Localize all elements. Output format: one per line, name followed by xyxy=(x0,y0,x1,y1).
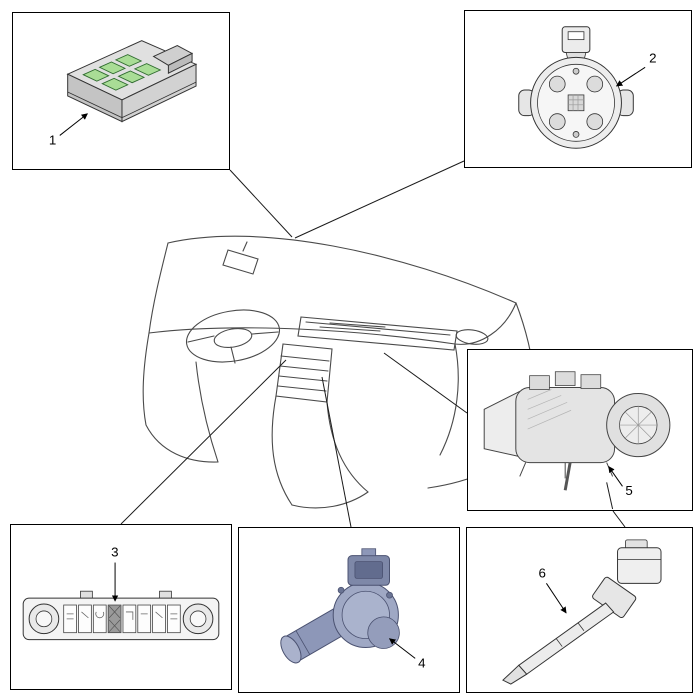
detail-box-3: 3 xyxy=(10,524,232,690)
callout-3: 3 xyxy=(111,545,119,602)
leader-line-3 xyxy=(120,359,287,525)
photo-sensor-icon xyxy=(518,26,634,149)
module-keys xyxy=(82,54,162,91)
sensor-probe-tip xyxy=(502,664,528,685)
center-stack-sketch xyxy=(275,343,333,403)
heater-blower-unit-icon xyxy=(483,371,671,510)
callout-6-label: 6 xyxy=(539,565,546,580)
callout-3-label: 3 xyxy=(111,545,118,560)
temperature-sensor-icon xyxy=(502,539,662,685)
detail-box-2: 2 xyxy=(464,10,692,168)
callout-1-label: 1 xyxy=(49,132,56,147)
rearview-mirror-sketch xyxy=(222,249,259,275)
leader-line-5 xyxy=(383,352,468,414)
detail-box-6: 6 xyxy=(466,527,693,693)
callout-2-label: 2 xyxy=(649,50,656,65)
callout-1: 1 xyxy=(49,113,88,147)
leader-lines xyxy=(120,160,626,528)
leader-line-6 xyxy=(612,510,626,528)
detail-box-5: 5 xyxy=(467,349,693,511)
center-display-sketch xyxy=(297,316,458,351)
leader-line-4 xyxy=(321,376,352,528)
leader-line-2 xyxy=(294,160,465,239)
callout-4: 4 xyxy=(388,638,426,670)
climate-control-module-icon xyxy=(66,40,198,123)
callout-5: 5 xyxy=(608,466,633,498)
callout-5-label: 5 xyxy=(625,483,632,498)
leader-line-1 xyxy=(229,169,293,238)
callout-4-label: 4 xyxy=(418,655,426,670)
heater-control-switch-icon xyxy=(22,590,220,641)
callout-6: 6 xyxy=(539,565,567,614)
intake-actuator-icon xyxy=(280,548,400,664)
detail-box-4: 4 xyxy=(238,527,460,693)
steering-wheel-sketch xyxy=(185,309,281,363)
callout-2: 2 xyxy=(615,50,656,87)
drain-hose xyxy=(563,462,572,491)
detail-box-1: 1 xyxy=(12,12,230,170)
